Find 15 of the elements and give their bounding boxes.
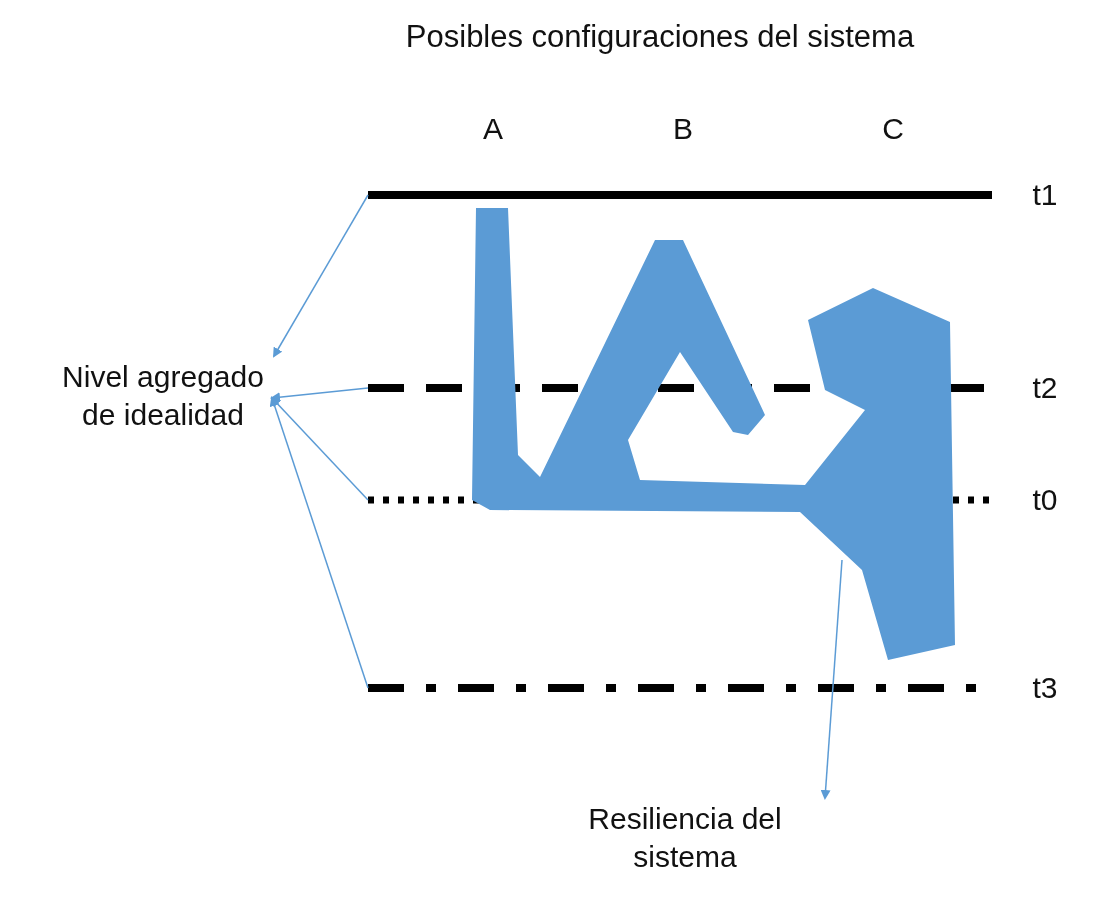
time-label: t2 <box>1031 370 1059 406</box>
shaded-region <box>472 208 955 660</box>
time-label: t3 <box>1031 670 1059 706</box>
column-label: A <box>482 111 504 147</box>
title: Posibles configuraciones del sistema <box>404 18 916 56</box>
column-label: C <box>881 111 905 147</box>
leader-arrow <box>270 387 369 403</box>
leader-arrow <box>273 194 369 358</box>
axis-label: Nivel agregado de idealidad <box>52 358 274 434</box>
time-label: t0 <box>1031 482 1059 518</box>
callout-text: Resiliencia del sistema <box>545 800 825 876</box>
leader-arrow <box>820 559 843 800</box>
column-label: B <box>672 111 694 147</box>
time-label: t1 <box>1031 177 1059 213</box>
leader-arrow <box>269 396 369 689</box>
